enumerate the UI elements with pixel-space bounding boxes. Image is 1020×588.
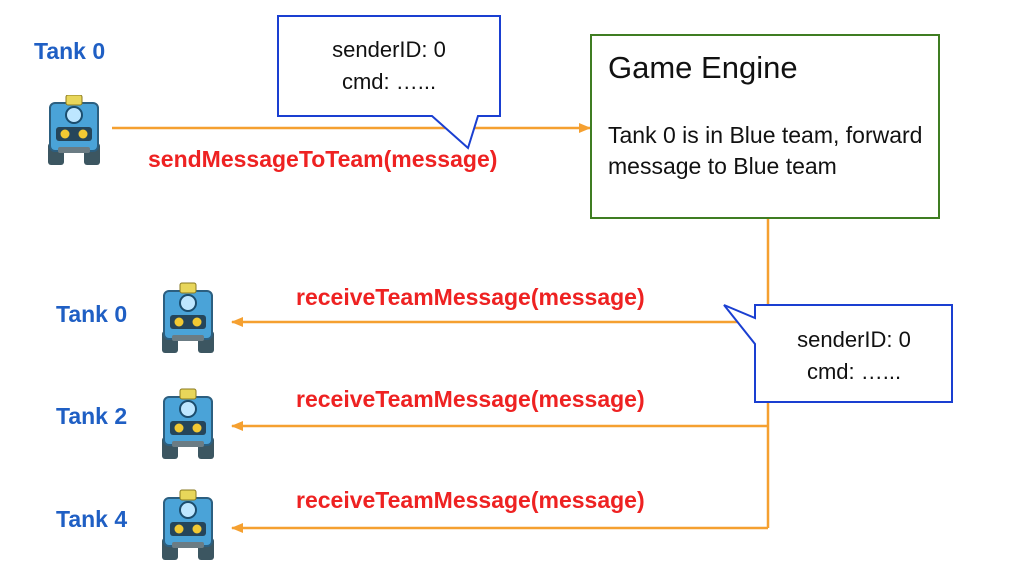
receive-call-label-1: receiveTeamMessage(message): [296, 386, 645, 412]
send-call-label: sendMessageToTeam(message): [148, 146, 498, 172]
receive-call-label-0: receiveTeamMessage(message): [296, 284, 645, 310]
tank-robot-icon: [162, 489, 214, 560]
bubble-top-sender-id: senderID: 0: [332, 37, 446, 62]
receive-call-label-2: receiveTeamMessage(message): [296, 487, 645, 513]
bubble-top-text: senderID: 0 cmd: …...: [278, 34, 500, 98]
bubble-right-text: senderID: 0 cmd: …...: [756, 324, 952, 388]
bubble-top-cmd: cmd: …...: [341, 69, 437, 94]
speech-bubble-top: [277, 15, 501, 150]
sender-tank-label: Tank 0: [34, 38, 106, 64]
receiver-tank-label-2: Tank 4: [56, 506, 128, 532]
receiver-tank-label-1: Tank 2: [56, 403, 128, 429]
bubble-right-cmd: cmd: …...: [806, 359, 902, 384]
speech-bubble-right: [723, 304, 953, 403]
bubble-right-sender-id: senderID: 0: [797, 327, 911, 352]
tank-robot-icon: [48, 95, 100, 165]
tank-robot-icon: [162, 388, 214, 459]
game-engine-box: Game Engine Tank 0 is in Blue team, forw…: [590, 34, 940, 219]
game-engine-title: Game Engine: [608, 50, 798, 85]
game-engine-description: Tank 0 is in Blue team, forward message …: [608, 122, 923, 179]
receiver-tank-label-0: Tank 0: [56, 301, 128, 327]
tank-robot-icon: [162, 282, 214, 353]
